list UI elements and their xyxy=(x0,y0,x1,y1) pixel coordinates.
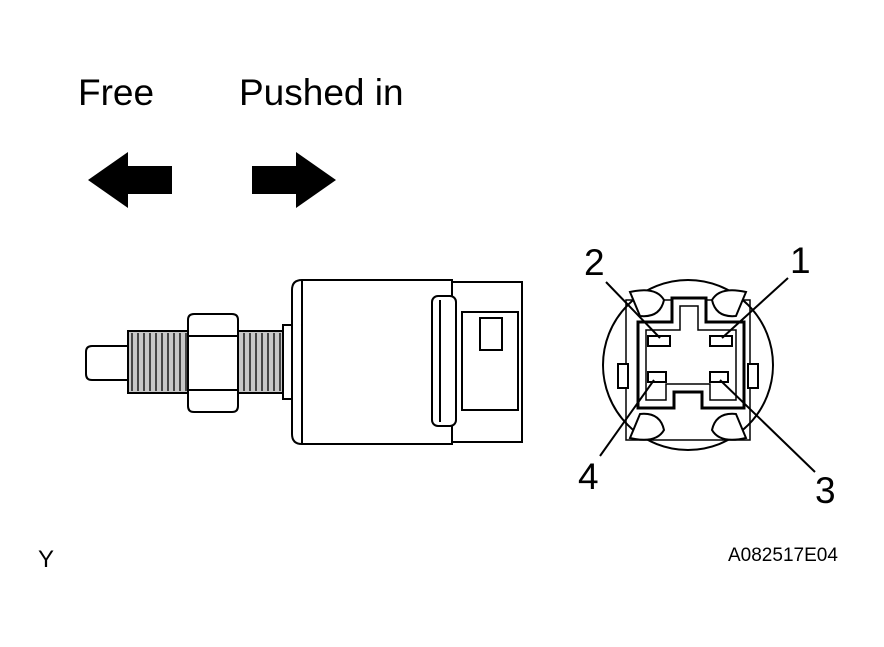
pin-3-terminal xyxy=(709,371,729,383)
leader-lines xyxy=(599,277,816,473)
free-label: Free xyxy=(78,72,155,113)
switch-body xyxy=(85,279,523,445)
latch-slot xyxy=(479,317,503,351)
pin-4-label: 4 xyxy=(578,456,599,497)
arrow-right-icon xyxy=(252,152,336,208)
pin-4-terminal xyxy=(647,371,667,383)
figure-code: A082517E04 xyxy=(728,545,838,566)
hex-nut xyxy=(187,313,239,413)
thread-right xyxy=(237,330,285,394)
pin-1-label: 1 xyxy=(790,240,811,281)
corner-mark: Y xyxy=(38,546,55,573)
lock-tab xyxy=(431,295,457,427)
pushed-in-label: Pushed in xyxy=(239,72,404,113)
thread-left xyxy=(127,330,195,394)
plunger xyxy=(85,345,131,381)
pin-2-label: 2 xyxy=(584,242,605,283)
pin-1-terminal xyxy=(709,335,733,347)
pin-3-label: 3 xyxy=(815,470,836,511)
thread-hatching xyxy=(131,333,281,391)
main-housing xyxy=(291,279,453,445)
arrow-left-icon xyxy=(88,152,172,208)
